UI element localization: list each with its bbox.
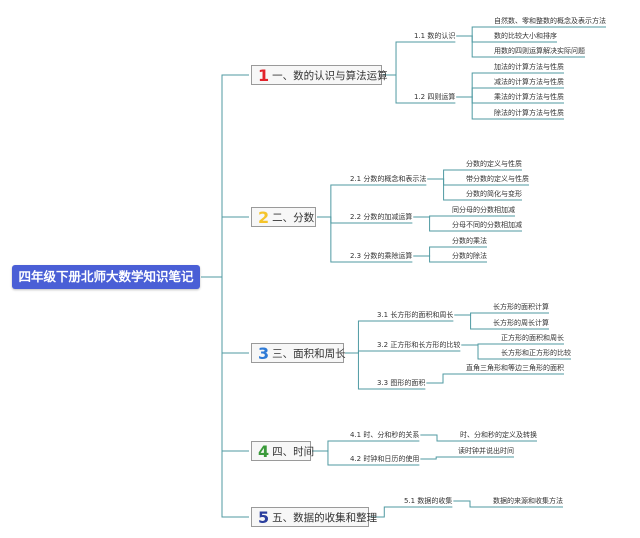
connector-line bbox=[454, 314, 549, 330]
topic-2-3[interactable]: 2.3 分数的乘除运算 bbox=[350, 252, 413, 260]
connector-line bbox=[312, 440, 420, 452]
connector-line bbox=[383, 74, 456, 104]
topic-2-1[interactable]: 2.1 分数的概念和表示法 bbox=[350, 175, 427, 183]
root-node[interactable]: 四年级下册北师大数学知识笔记 bbox=[12, 265, 200, 289]
topic-3-1[interactable]: 3.1 长方形的面积和周长 bbox=[377, 311, 454, 319]
topic-5-1[interactable]: 5.1 数据的收集 bbox=[404, 497, 453, 505]
branch-2-label: 二、分数 bbox=[272, 212, 315, 224]
connector-line bbox=[201, 216, 249, 278]
branch-4-label: 四、时间 bbox=[272, 446, 315, 458]
branch-4-number: 4 bbox=[258, 442, 270, 461]
topic-4-1[interactable]: 4.1 时、分和秒的关系 bbox=[350, 431, 420, 439]
leaf-1-1-2[interactable]: 数的比较大小和排序 bbox=[494, 32, 557, 40]
connector-line bbox=[461, 344, 571, 360]
leaf-4-2-1[interactable]: 读时钟并说出时间 bbox=[458, 447, 514, 455]
leaf-2-2-1[interactable]: 同分母的分数相加减 bbox=[452, 206, 515, 214]
connector-line bbox=[426, 373, 564, 384]
topic-2-2[interactable]: 2.2 分数的加减运算 bbox=[350, 213, 413, 221]
leaf-5-1-1[interactable]: 数据的来源和收集方法 bbox=[493, 497, 563, 505]
topic-3-3[interactable]: 3.3 图形的面积 bbox=[377, 379, 426, 387]
leaf-3-2-1[interactable]: 正方形的面积和周长 bbox=[501, 334, 564, 342]
leaf-1-2-4[interactable]: 除法的计算方法与性质 bbox=[494, 109, 564, 117]
leaf-1-2-1[interactable]: 加法的计算方法与性质 bbox=[494, 63, 564, 71]
leaf-3-1-1[interactable]: 长方形的面积计算 bbox=[493, 303, 549, 311]
connector-line bbox=[201, 74, 249, 278]
topic-1-1[interactable]: 1.1 数的认识 bbox=[414, 32, 456, 40]
connector-line bbox=[456, 35, 585, 58]
leaf-1-1-1[interactable]: 自然数、零和整数的概念及表示方法 bbox=[494, 17, 606, 25]
connector-line bbox=[201, 276, 249, 452]
topic-3-2[interactable]: 3.2 正方形和长方形的比较 bbox=[377, 341, 461, 349]
connector-line bbox=[427, 178, 522, 201]
connector-line bbox=[345, 350, 461, 354]
leaf-2-1-1[interactable]: 分数的定义与性质 bbox=[466, 160, 522, 168]
topic-1-2[interactable]: 1.2 四则运算 bbox=[414, 93, 456, 101]
leaf-3-1-2[interactable]: 长方形的周长计算 bbox=[493, 319, 549, 327]
topic-4-2[interactable]: 4.2 时钟和日历的使用 bbox=[350, 455, 420, 463]
connector-line bbox=[420, 456, 514, 460]
leaf-2-3-2[interactable]: 分数的除法 bbox=[452, 252, 487, 260]
branch-5-label: 五、数据的收集和整理 bbox=[272, 512, 378, 524]
branch-2-number: 2 bbox=[258, 208, 270, 227]
leaf-3-3-1[interactable]: 直角三角形和等边三角形的面积 bbox=[466, 364, 564, 372]
connector-line bbox=[413, 216, 522, 232]
connector-line bbox=[312, 450, 420, 466]
connector-line bbox=[370, 506, 453, 518]
branch-3-number: 3 bbox=[258, 344, 270, 363]
leaf-4-1-1[interactable]: 时、分和秒的定义及转换 bbox=[460, 431, 537, 439]
leaf-1-1-3[interactable]: 用数的四则运算解决实际问题 bbox=[494, 47, 585, 55]
leaf-2-1-3[interactable]: 分数的简化与变形 bbox=[466, 190, 522, 198]
leaf-2-1-2[interactable]: 带分数的定义与性质 bbox=[466, 175, 529, 183]
connector-line bbox=[420, 434, 537, 442]
leaf-3-2-2[interactable]: 长方形和正方形的比较 bbox=[501, 349, 571, 357]
leaf-2-3-1[interactable]: 分数的乘法 bbox=[452, 237, 487, 245]
branch-5-number: 5 bbox=[258, 508, 270, 527]
connector-line bbox=[201, 276, 249, 518]
leaf-2-2-2[interactable]: 分母不同的分数相加减 bbox=[452, 221, 522, 229]
branch-1-label: 一、数的认识与算法运算 bbox=[272, 70, 388, 82]
connector-line bbox=[383, 41, 456, 76]
branch-1-number: 1 bbox=[258, 66, 270, 85]
leaf-1-2-3[interactable]: 乘法的计算方法与性质 bbox=[494, 93, 564, 101]
connector-line bbox=[345, 352, 426, 390]
connector-line bbox=[456, 96, 564, 120]
connector-line bbox=[413, 255, 487, 263]
connector-line bbox=[453, 500, 563, 508]
connector-line bbox=[201, 276, 249, 354]
leaf-1-2-2[interactable]: 减法的计算方法与性质 bbox=[494, 78, 564, 86]
connector-line bbox=[317, 216, 413, 263]
branch-3-label: 三、面积和周长 bbox=[272, 348, 346, 360]
